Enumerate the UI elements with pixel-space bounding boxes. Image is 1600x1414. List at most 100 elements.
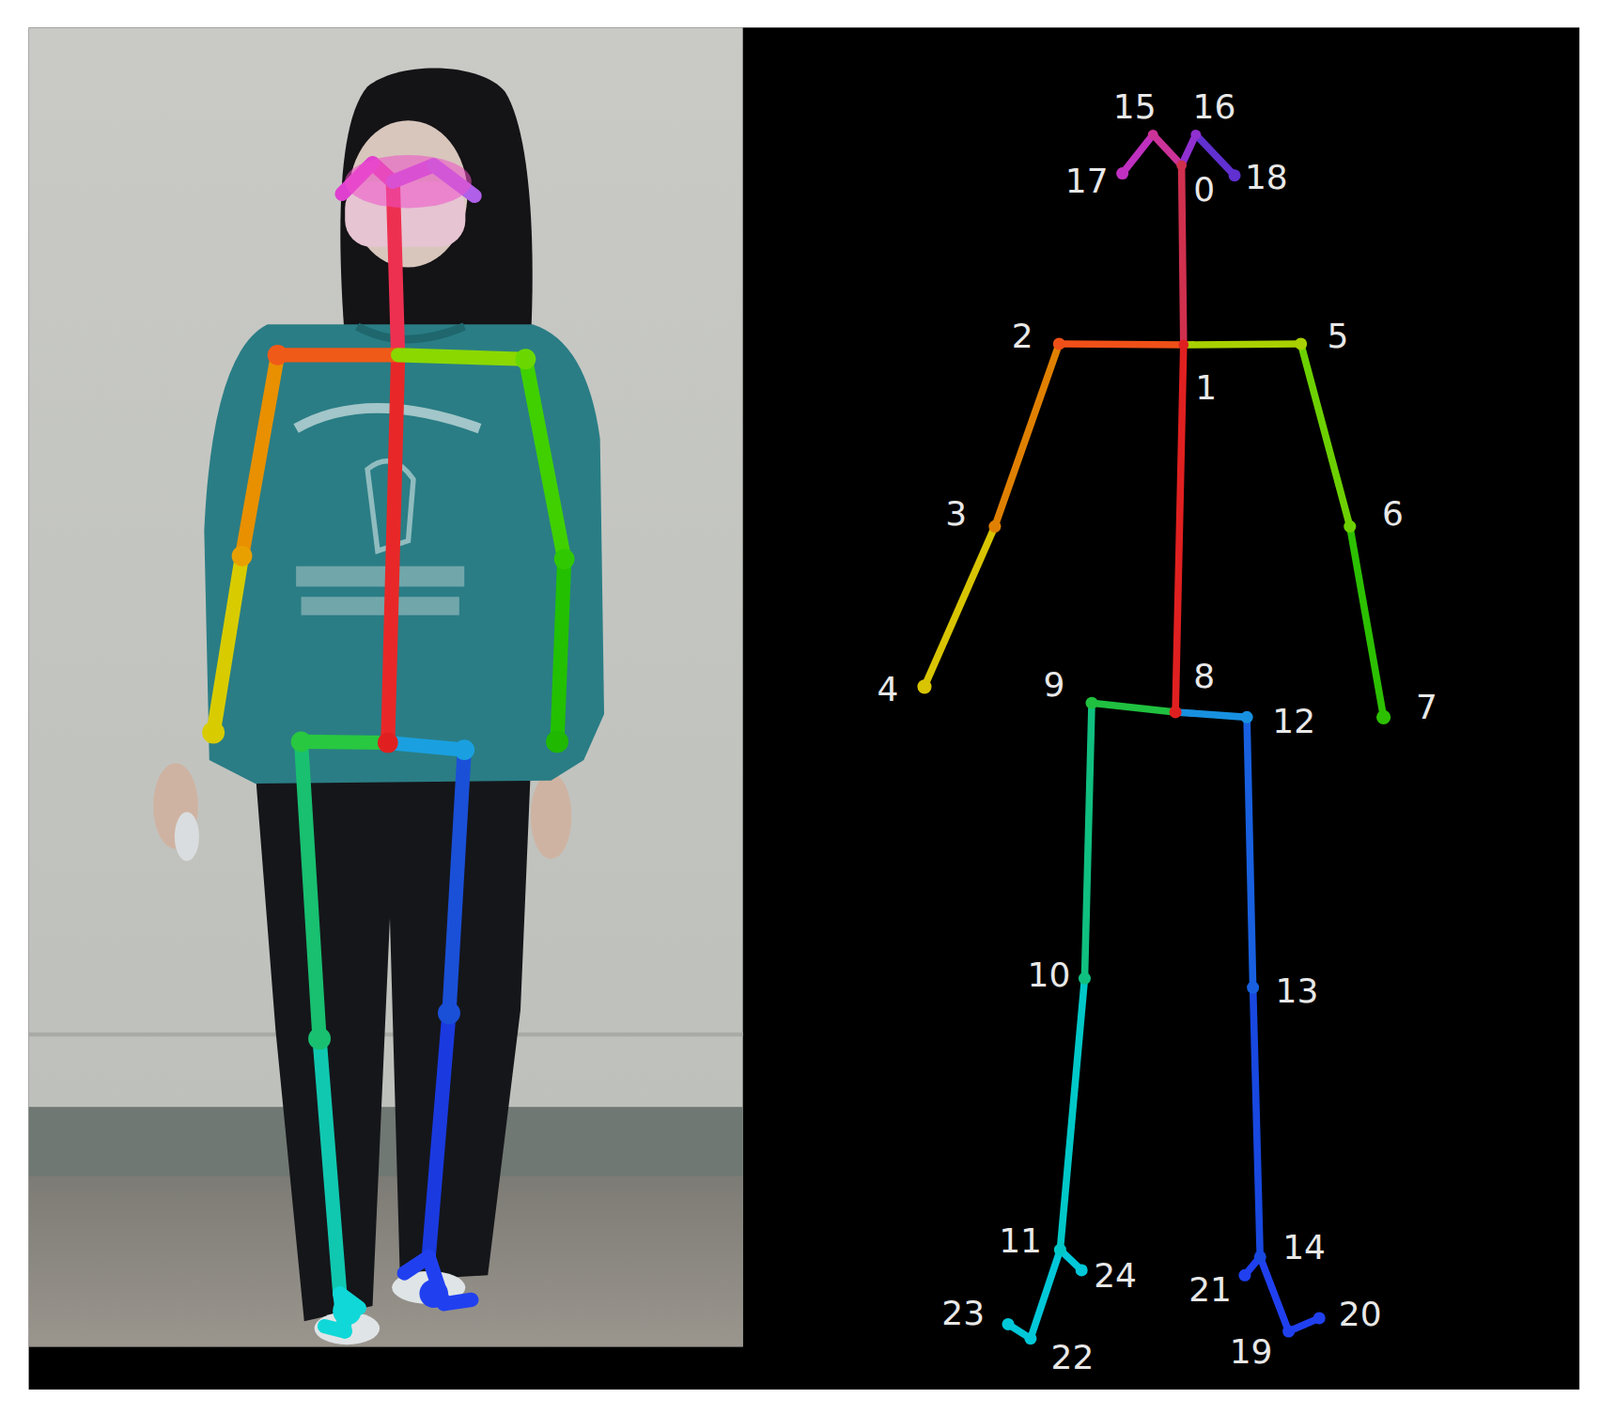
wall-line [29,1032,744,1037]
bone [1246,716,1254,988]
bone [1253,987,1261,1258]
callout-number: 15 [1113,90,1157,125]
joint [545,730,569,753]
joint [267,344,289,366]
reference-joints [916,129,1391,1345]
bone [301,741,321,1039]
bone [388,743,465,751]
bone [278,347,399,362]
head-blob [344,155,472,208]
bone [1259,1257,1289,1332]
bone [1091,702,1176,713]
bone [403,1257,429,1274]
callout-number: 13 [1275,974,1320,1009]
joint [988,520,1001,533]
neckline [357,326,465,340]
joint [1078,972,1091,985]
bone [324,1326,345,1332]
joint [1054,1243,1067,1257]
callout-number: 3 [945,497,967,531]
trousers [255,770,531,1321]
callout-number: 6 [1382,497,1404,531]
joint [419,1279,448,1308]
bone [301,741,389,743]
callout-number: 4 [876,672,899,707]
callout-number: 2 [1011,319,1034,354]
joint [232,545,253,567]
joint [1169,705,1182,718]
joint [377,732,399,754]
wall [29,27,744,1347]
callout-number: 22 [1051,1340,1095,1375]
bone [213,556,242,733]
joint [1282,1325,1295,1338]
joint [1148,129,1159,140]
joint [1053,337,1066,350]
joint [554,548,575,570]
phone [174,811,200,861]
baseboard [29,1106,744,1177]
callout-number: 18 [1244,160,1289,195]
bone [1030,1249,1060,1338]
joint [1190,129,1201,140]
bone [444,1299,472,1304]
joint [1075,1263,1088,1276]
bone [1084,702,1092,979]
callout-number: 14 [1282,1230,1326,1265]
callout-number: 24 [1093,1258,1137,1293]
bone [994,343,1059,527]
callout-number: 0 [1193,172,1215,207]
callout-number: 11 [998,1224,1042,1259]
bone [449,749,465,1013]
joint [916,679,932,694]
callout-number: 9 [1042,667,1065,702]
joint [1024,1332,1037,1345]
bone [1175,344,1184,713]
bone [1196,134,1235,175]
shirt-print [295,407,480,429]
shirt-print [295,566,465,588]
bone [1301,343,1351,527]
joint [1228,169,1242,182]
joint [291,731,312,753]
callout-number: 20 [1338,1297,1383,1332]
bone [1058,343,1183,345]
shirt-print [301,596,460,616]
callout-number: 16 [1193,90,1237,125]
joint [1246,981,1259,995]
bone [398,355,527,359]
joint [1002,1318,1015,1331]
bone [924,526,995,686]
joint [515,348,537,370]
joint [1178,340,1189,351]
callout-number: 1 [1195,371,1217,405]
callout-number: 12 [1272,704,1316,739]
photo-joints [201,344,575,1326]
callout-number: 8 [1193,659,1215,694]
joint [1176,159,1187,171]
joint [332,1296,361,1325]
bone [1183,343,1302,345]
callout-number: 17 [1065,164,1109,199]
joint [1254,1250,1267,1263]
bone [1175,712,1247,717]
callout-number: 5 [1326,319,1349,354]
hand [530,773,572,859]
bone [1181,165,1184,345]
floor [29,1176,744,1347]
photo-skeleton [213,155,565,1332]
joint [1238,1269,1251,1282]
bone [242,355,279,557]
bone [388,355,399,744]
bone [1350,526,1384,717]
black-panel [29,27,1581,1390]
joint [308,1026,331,1050]
joint [201,721,225,745]
callout-number: 19 [1229,1335,1274,1369]
photo [29,27,744,1347]
joint [453,739,475,761]
joint [1343,520,1356,533]
